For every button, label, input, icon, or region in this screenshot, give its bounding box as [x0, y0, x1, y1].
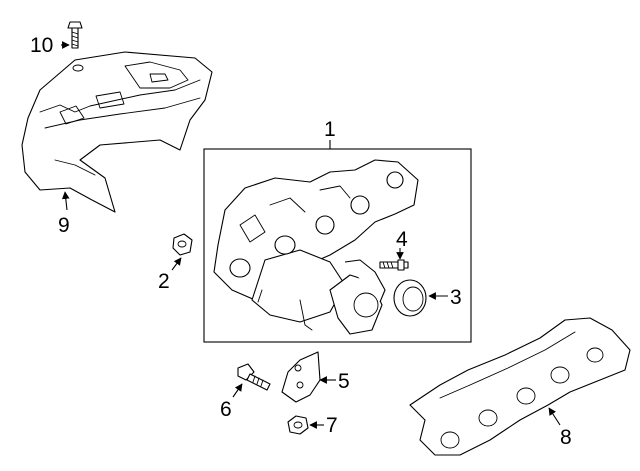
leader-6: [232, 383, 243, 398]
converter-gasket-part: [393, 279, 427, 317]
callout-labels: 1 2 3 4 5 6 7 8 9 10: [30, 34, 572, 449]
leader-8: [548, 407, 561, 426]
callout-7: 7: [326, 414, 338, 437]
support-bracket-part: [281, 351, 321, 403]
callout-5: 5: [338, 370, 350, 393]
bracket-nut-part: [287, 415, 309, 435]
leader-9: [61, 191, 70, 211]
callout-3: 3: [450, 286, 462, 309]
callout-4: 4: [396, 228, 408, 251]
manifold-assembly-box: [203, 148, 472, 343]
upper-heat-shield-part: [21, 51, 213, 213]
leader-2: [171, 257, 182, 271]
lower-heat-shield-part: [409, 317, 631, 456]
bracket-bolt-part: [237, 363, 271, 391]
callout-2: 2: [158, 270, 170, 293]
callout-8: 8: [560, 426, 572, 449]
manifold-nut-part: [172, 233, 193, 256]
callout-9: 9: [58, 214, 70, 237]
callout-6: 6: [220, 398, 232, 421]
heat-shield-bolt-part: [67, 21, 83, 49]
exhaust-manifold-converter-part: [213, 159, 419, 335]
leader-lines: [61, 41, 561, 429]
callout-10: 10: [30, 34, 53, 57]
manifold-stud-part: [379, 259, 409, 271]
callout-1: 1: [324, 118, 336, 141]
